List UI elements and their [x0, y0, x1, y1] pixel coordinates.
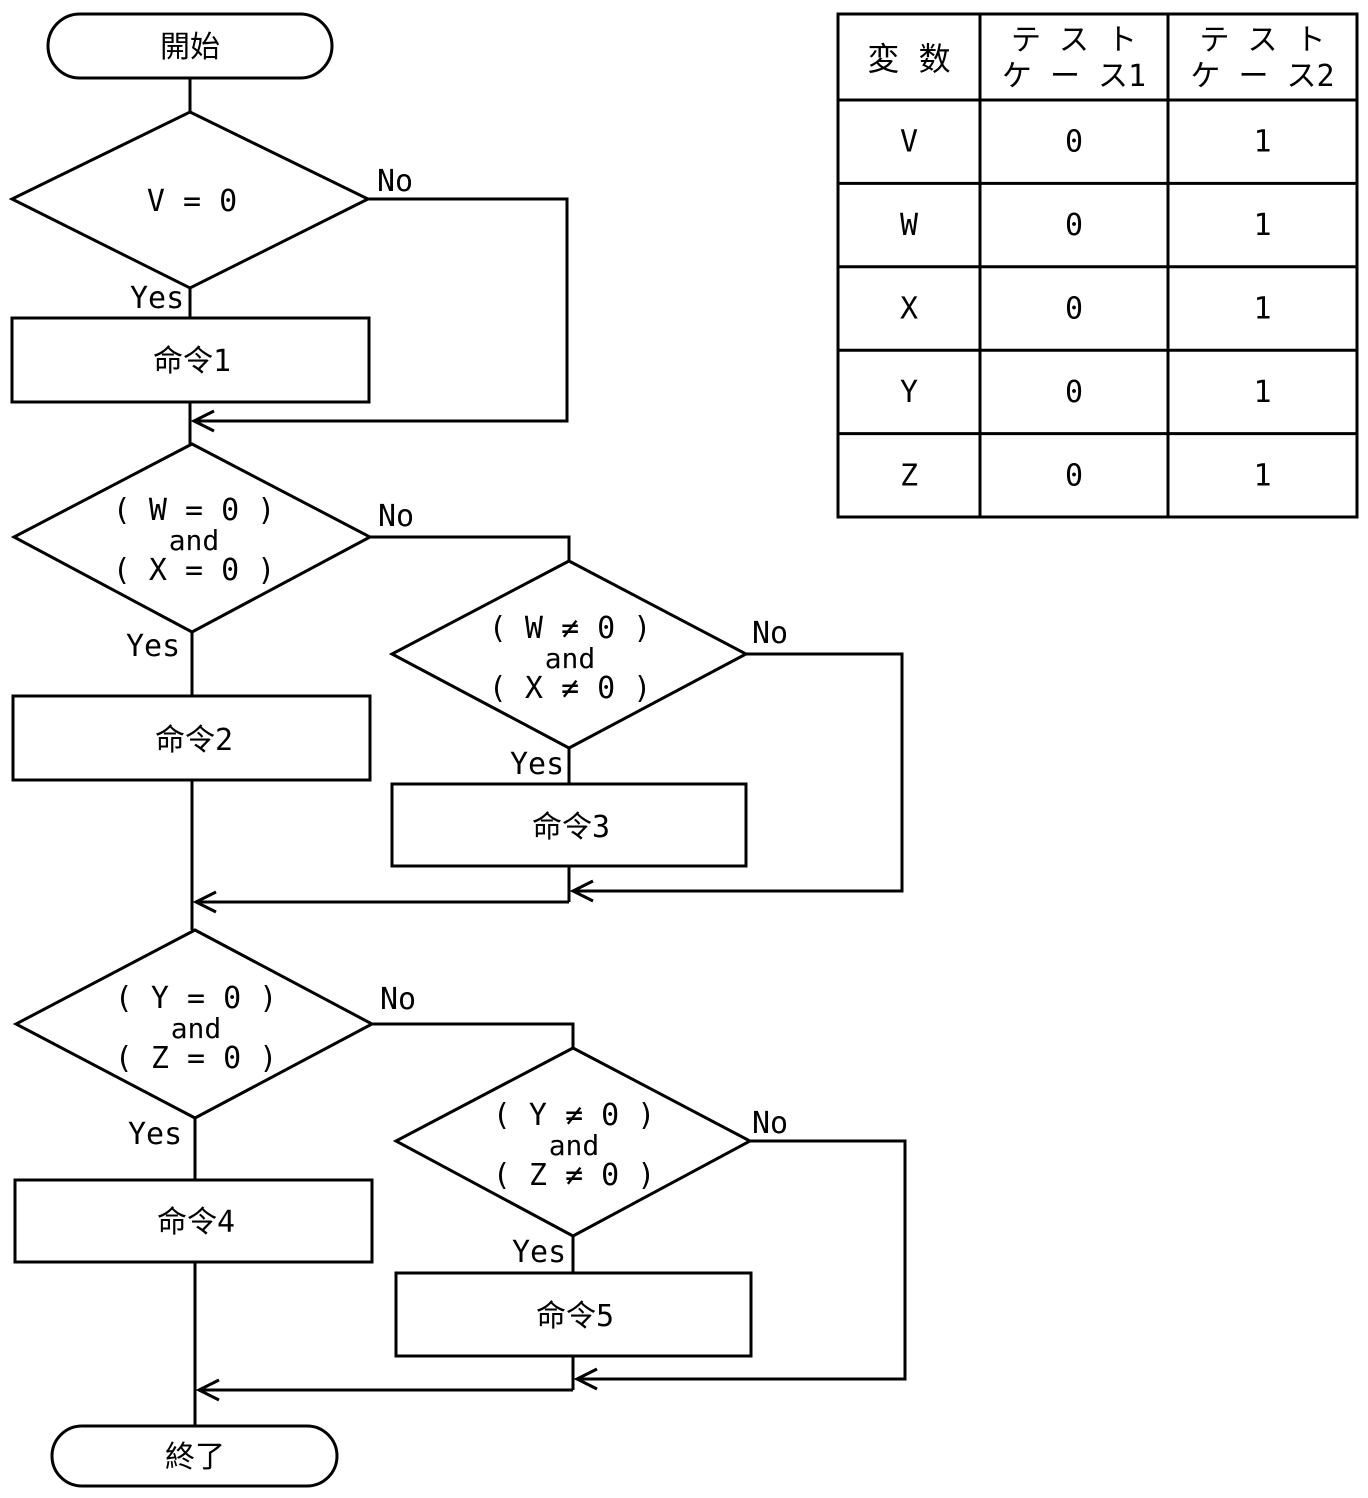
start-label: 開始 — [160, 30, 220, 65]
decision-3-operator: and — [545, 642, 596, 675]
table-cell: Z — [900, 458, 918, 493]
decision-3-no-label: No — [752, 616, 788, 651]
decision-3-line1: ( W ≠ 0 ) — [489, 611, 652, 646]
table-cell: 1 — [1253, 375, 1271, 410]
table-cell: Y — [900, 375, 918, 410]
decision-2-operator: and — [169, 524, 220, 557]
table-cell: W — [900, 208, 919, 243]
table-header-line2: ケ ー ス2 — [1190, 59, 1334, 94]
table-cell: 0 — [1065, 292, 1083, 327]
table-cell: V — [900, 125, 918, 160]
decision-5-yes-label: Yes — [512, 1235, 566, 1270]
merge-arrow-4 — [195, 1378, 220, 1402]
decision-3-line2: ( X ≠ 0 ) — [489, 671, 652, 706]
table-cell: 0 — [1065, 458, 1083, 493]
decision-5-operator: and — [549, 1129, 600, 1162]
process-5: 命令5 — [394, 1271, 753, 1358]
start-terminal: 開始 — [46, 12, 334, 80]
end-label: 終了 — [165, 1440, 225, 1475]
table-header-cell: テ ス トケ ー ス2 — [1190, 23, 1334, 94]
decision-4-line2: ( Z = 0 ) — [115, 1041, 278, 1076]
table-cell: 1 — [1253, 208, 1271, 243]
decision-5-line1: ( Y ≠ 0 ) — [493, 1098, 656, 1133]
process-1-label: 命令1 — [153, 344, 231, 379]
table-cell: 0 — [1065, 208, 1083, 243]
process-3-label: 命令3 — [532, 810, 610, 845]
table-cell: 0 — [1065, 125, 1083, 160]
table-cell: X — [900, 292, 918, 327]
decision-w-x-not-zero: ( W ≠ 0 ) and ( X ≠ 0 ) No Yes — [388, 559, 788, 782]
decision-4-yes-label: Yes — [128, 1117, 182, 1152]
decision-1-no-label: No — [377, 164, 413, 199]
connectors — [188, 78, 907, 1426]
decision-w-x-equal-zero: ( W = 0 ) and ( X = 0 ) No Yes — [10, 442, 414, 664]
table-header-line1: テ ス ト — [1199, 23, 1325, 58]
decision-y-z-not-zero: ( Y ≠ 0 ) and ( Z ≠ 0 ) No Yes — [392, 1046, 788, 1270]
decision-2-yes-label: Yes — [126, 629, 180, 664]
process-3: 命令3 — [390, 782, 748, 868]
table-header-cell: 変 数 — [867, 40, 950, 78]
table-row: Z 0 1 — [900, 458, 1272, 493]
table-cell: 1 — [1253, 125, 1271, 160]
table-cell: 1 — [1253, 292, 1271, 327]
process-2: 命令2 — [11, 694, 372, 782]
decision-3-yes-label: Yes — [510, 747, 564, 782]
decision-2-line2: ( X = 0 ) — [113, 553, 276, 588]
process-5-label: 命令5 — [536, 1299, 614, 1334]
process-4: 命令4 — [13, 1178, 374, 1264]
decision-4-no-label: No — [380, 982, 416, 1017]
table-header-label: 変 数 — [867, 40, 950, 78]
table-header-line2: ケ ー ス1 — [1002, 59, 1146, 94]
merge-arrow-2 — [192, 890, 217, 914]
decision-y-z-equal-zero: ( Y = 0 ) and ( Z = 0 ) No Yes — [12, 928, 416, 1152]
merge-arrow-5 — [573, 1367, 598, 1391]
decision-5-line2: ( Z ≠ 0 ) — [493, 1158, 656, 1193]
decision-v-equals-zero: V = 0 No Yes — [8, 110, 413, 316]
process-1: 命令1 — [10, 316, 371, 404]
process-4-label: 命令4 — [157, 1205, 235, 1240]
table-cell: 0 — [1065, 375, 1083, 410]
decision-1-condition: V = 0 — [147, 184, 237, 219]
decision-4-operator: and — [171, 1012, 222, 1045]
table-header-cell: テ ス トケ ー ス1 — [1002, 23, 1146, 94]
merge-arrow-3 — [569, 879, 594, 903]
decision-4-line1: ( Y = 0 ) — [115, 981, 278, 1016]
table-row: Y 0 1 — [900, 375, 1272, 410]
decision-2-line1: ( W = 0 ) — [113, 493, 276, 528]
table-row: V 0 1 — [900, 125, 1272, 160]
table-header-line1: テ ス ト — [1011, 23, 1137, 58]
table-row: X 0 1 — [900, 292, 1272, 327]
merge-arrow-1 — [190, 409, 215, 433]
decision-5-no-label: No — [752, 1106, 788, 1141]
decision-2-no-label: No — [378, 499, 414, 534]
table-cell: 1 — [1253, 458, 1271, 493]
decision-1-yes-label: Yes — [130, 281, 184, 316]
process-2-label: 命令2 — [155, 723, 233, 758]
table-row: W 0 1 — [900, 208, 1272, 243]
end-terminal: 終了 — [50, 1424, 339, 1488]
